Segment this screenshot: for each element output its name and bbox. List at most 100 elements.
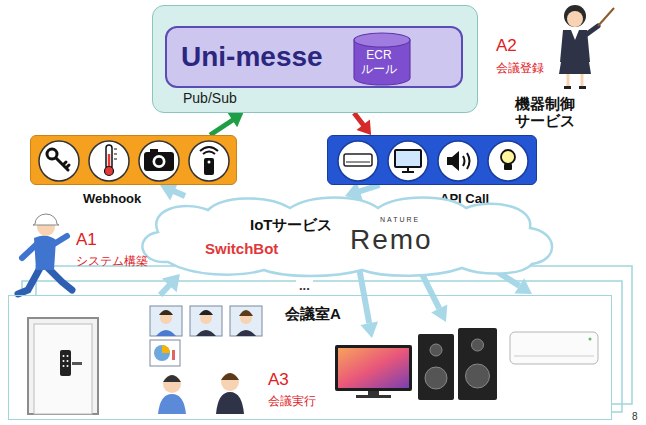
meeting-figure-part xyxy=(172,350,175,360)
ac-icon xyxy=(344,154,372,166)
meeting-figure-part xyxy=(239,310,253,316)
role-label: 機器制御 サービス xyxy=(505,95,585,130)
speaker-figure-part xyxy=(418,334,454,400)
speaker-figure-part xyxy=(430,344,442,356)
thermometer-icon xyxy=(105,145,118,176)
door-figure-part xyxy=(67,360,69,362)
arrow-head xyxy=(162,274,180,292)
speaker-figure-part xyxy=(425,367,447,389)
arrow-shaft xyxy=(358,185,379,192)
meeting-figure-part xyxy=(221,373,239,391)
node-text: NATURE xyxy=(380,216,420,224)
meeting-figure-part xyxy=(236,330,256,336)
door-figure-part xyxy=(60,350,71,376)
ac-icon-part xyxy=(344,154,372,166)
speaker-figure-part xyxy=(458,328,497,400)
node-text: Uni-messe xyxy=(181,41,323,73)
thermometer-icon-part xyxy=(106,145,112,169)
air-conditioner-figure-part xyxy=(510,332,598,364)
speaker-icon xyxy=(447,151,470,171)
device-icons-part xyxy=(338,141,528,181)
arrow-shaft xyxy=(160,284,170,295)
presenter-figure-part xyxy=(581,74,584,87)
worker-figure-part xyxy=(22,244,37,258)
meeting-figure-part xyxy=(150,340,180,366)
bulb-icon-part xyxy=(504,164,512,170)
monitor-icon xyxy=(395,150,421,172)
bulb-icon-part xyxy=(501,150,515,164)
device-arrows-part xyxy=(515,278,533,294)
camera-icon xyxy=(144,149,174,171)
device-arrows-part xyxy=(431,305,447,322)
presenter-figure-part xyxy=(564,5,586,27)
worker-figure-part xyxy=(34,235,56,270)
node-text: Pub/Sub xyxy=(183,90,237,106)
device-panel: API Call xyxy=(327,135,537,185)
callout-id: A3 xyxy=(268,370,289,390)
meeting-figure-part xyxy=(150,306,182,336)
speaker-icon-part xyxy=(447,151,459,171)
device-icons-part-part xyxy=(388,141,428,181)
sensor-icons xyxy=(31,136,238,186)
thermometer-icon-part xyxy=(114,149,117,159)
sensor-icons-part xyxy=(39,141,229,181)
iot-cloud: IoTサービスSwitchBotNATURERemo xyxy=(130,196,560,274)
worker-figure-part xyxy=(33,214,59,225)
meeting-figure-part xyxy=(163,375,181,382)
room-back-panels xyxy=(22,266,632,412)
door-figure xyxy=(28,318,98,414)
tv-figure xyxy=(335,345,412,398)
meeting-figure-part xyxy=(163,375,181,393)
meeting-figure-part xyxy=(196,330,216,336)
door-figure-part xyxy=(72,362,82,365)
presenter-figure-part xyxy=(559,62,591,74)
air-conditioner-figure xyxy=(510,332,598,364)
presenter-figure-part xyxy=(564,86,571,89)
meeting-figure-part xyxy=(221,373,239,380)
arrow-shaft xyxy=(354,113,364,126)
sensor-icons-part-part xyxy=(39,141,79,181)
arrow-shaft xyxy=(173,191,185,196)
sensor-icons-part-part xyxy=(139,141,179,181)
node-text: SwitchBot xyxy=(205,240,278,257)
node-text: 会議室A xyxy=(285,305,341,322)
air-conditioner-figure-part xyxy=(589,338,592,341)
presenter-figure-part xyxy=(587,26,598,34)
speaker-figure-part xyxy=(472,339,484,351)
door-figure-part xyxy=(63,355,65,357)
speaker-icon-part xyxy=(463,153,470,169)
bulb-icon xyxy=(501,150,515,170)
device-icons-part-part xyxy=(338,141,378,181)
meeting-figure-part xyxy=(199,310,213,315)
meeting-figure-part xyxy=(162,345,170,353)
cylinder-shape-part xyxy=(354,33,410,47)
meeting-figure-part xyxy=(190,306,222,336)
presenter-figure-part xyxy=(567,11,583,27)
speaker-figure xyxy=(418,328,497,400)
node-text: IoTサービス xyxy=(250,216,333,233)
device-icons xyxy=(328,136,538,186)
ac-icon-part xyxy=(346,162,370,163)
tv-figure-part xyxy=(356,395,391,398)
callout-id: A1 xyxy=(76,230,97,250)
meeting-figure-part xyxy=(158,394,186,414)
cloud-shape-part xyxy=(142,198,552,277)
presenter-figure-part xyxy=(579,86,586,89)
key-icon xyxy=(47,149,69,170)
monitor-icon-part xyxy=(395,150,421,167)
thermometer-icon-part xyxy=(105,167,114,176)
remote-icon xyxy=(200,147,218,175)
room-back-panels-part xyxy=(36,266,632,404)
remote-icon-part xyxy=(208,161,211,164)
callout-text: 会議実行 xyxy=(268,395,316,409)
node-text: ECR ルール xyxy=(354,49,404,77)
ellipsis-mark: ... xyxy=(296,279,313,294)
page-number: 8 xyxy=(632,411,638,423)
arrow-head xyxy=(356,120,371,135)
camera-icon-part xyxy=(153,155,166,168)
callout-text: システム構築 xyxy=(76,255,148,269)
arrow-shaft xyxy=(210,119,233,135)
callout-text: 会議登録 xyxy=(496,62,544,76)
key-icon-part xyxy=(56,158,69,170)
